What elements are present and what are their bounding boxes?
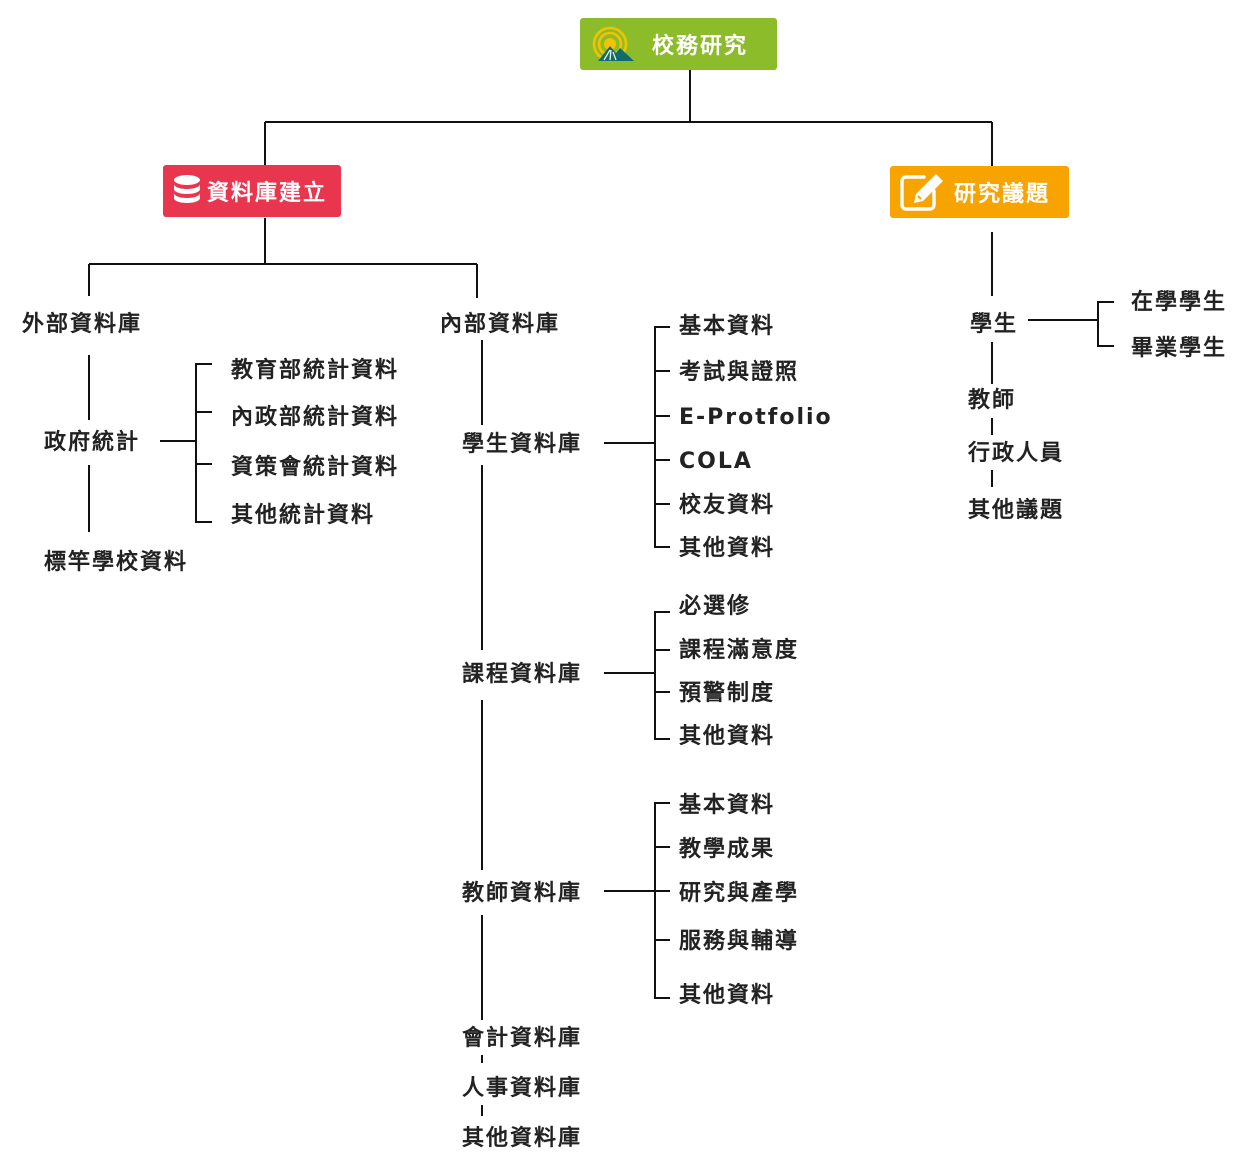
edit-pencil-icon	[900, 174, 943, 211]
research-teacher-label: 教師	[968, 388, 1017, 414]
database-icon	[174, 175, 200, 203]
research-node-label: 研究議題	[954, 182, 1051, 207]
other-db-label: 其他資料庫	[462, 1126, 583, 1152]
research-node-box: 研究議題	[890, 166, 1069, 218]
sun-mountain-logo-icon	[592, 26, 634, 62]
student-db-item: 基本資料	[679, 314, 776, 340]
research-other-label: 其他議題	[968, 498, 1065, 524]
student-db-item: 其他資料	[679, 536, 776, 562]
student-db-label: 學生資料庫	[462, 432, 583, 458]
root-node-label: 校務研究	[652, 34, 749, 59]
research-student-label: 學生	[970, 312, 1019, 338]
course-db-item: 預警制度	[679, 681, 776, 707]
gov-stats-item: 內政部統計資料	[231, 405, 400, 431]
accounting-db-label: 會計資料庫	[462, 1026, 583, 1052]
teacher-db-item: 教學成果	[679, 837, 776, 863]
root-node-box: 校務研究	[580, 18, 777, 70]
student-db-item: COLA	[679, 449, 753, 475]
teacher-db-item: 基本資料	[679, 793, 776, 819]
external-db-label: 外部資料庫	[22, 312, 143, 338]
internal-db-label: 內部資料庫	[440, 312, 561, 338]
gov-stats-item: 其他統計資料	[231, 503, 376, 529]
research-student-item: 畢業學生	[1131, 336, 1228, 362]
student-db-item: E-Protfolio	[679, 405, 833, 431]
gov-stats-label: 政府統計	[44, 430, 141, 456]
student-db-item: 校友資料	[679, 493, 776, 519]
benchmark-school-label: 標竿學校資料	[44, 550, 189, 576]
gov-stats-item: 資策會統計資料	[231, 455, 400, 481]
teacher-db-label: 教師資料庫	[462, 881, 583, 907]
course-db-item: 其他資料	[679, 724, 776, 750]
gov-stats-item: 教育部統計資料	[231, 358, 400, 384]
database-node-box: 資料庫建立	[163, 165, 341, 217]
personnel-db-label: 人事資料庫	[462, 1076, 583, 1102]
teacher-db-item: 研究與產學	[679, 881, 800, 907]
database-node-label: 資料庫建立	[207, 181, 328, 206]
student-db-item: 考試與證照	[679, 360, 800, 386]
research-student-item: 在學學生	[1131, 290, 1228, 316]
course-db-item: 必選修	[679, 594, 752, 620]
research-staff-label: 行政人員	[968, 441, 1065, 467]
course-db-item: 課程滿意度	[679, 638, 800, 664]
course-db-label: 課程資料庫	[462, 662, 583, 688]
teacher-db-item: 其他資料	[679, 983, 776, 1009]
teacher-db-item: 服務與輔導	[679, 929, 800, 955]
